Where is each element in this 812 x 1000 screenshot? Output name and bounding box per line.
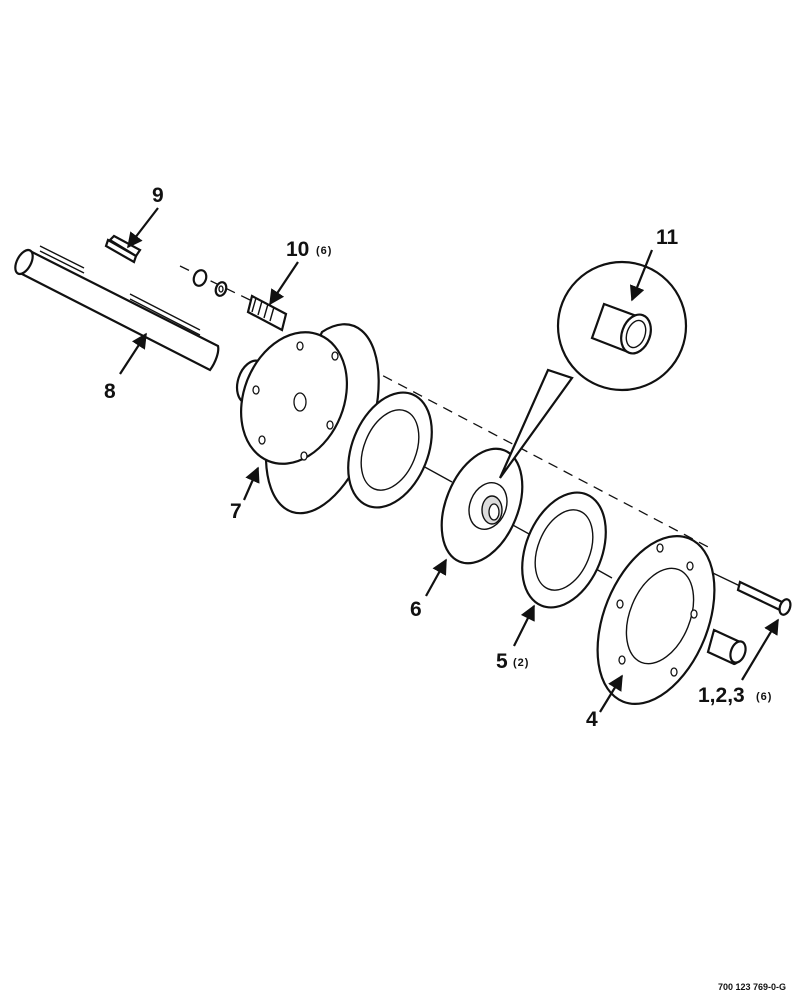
friction-washer-part-5b bbox=[521, 491, 607, 609]
drawing-code: 700 123 769-0-G bbox=[718, 982, 786, 992]
callout-11: 11 bbox=[656, 226, 679, 249]
callout-10-qty: (6) bbox=[316, 245, 332, 257]
callout-labels: 9 10 (6) 8 11 7 6 5 (2) 4 1,2,3 (6) 700 … bbox=[104, 184, 786, 992]
stud-part-10 bbox=[246, 294, 288, 332]
plate-part-4 bbox=[596, 535, 716, 705]
callout-7: 7 bbox=[230, 500, 242, 523]
callout-arrows bbox=[119, 207, 779, 713]
bolt-parts-1-2-3 bbox=[736, 580, 792, 616]
shaft-part-8 bbox=[14, 245, 220, 372]
callout-10: 10 bbox=[286, 238, 309, 261]
bushing bbox=[706, 628, 747, 666]
callout-8: 8 bbox=[104, 380, 116, 403]
disc-part-6 bbox=[440, 447, 524, 565]
friction-washer-part-5a bbox=[347, 391, 433, 509]
callout-5-qty: (2) bbox=[513, 657, 529, 669]
key-part-9 bbox=[104, 234, 142, 264]
callout-4: 4 bbox=[586, 708, 598, 731]
callout-1-2-3: 1,2,3 bbox=[698, 684, 745, 707]
detail-view-part-11 bbox=[498, 260, 688, 479]
nut-and-washer bbox=[192, 269, 228, 297]
callout-9: 9 bbox=[152, 184, 164, 207]
callout-6: 6 bbox=[410, 598, 422, 621]
callout-5: 5 bbox=[496, 650, 508, 673]
callout-1-2-3-qty: (6) bbox=[756, 691, 772, 703]
